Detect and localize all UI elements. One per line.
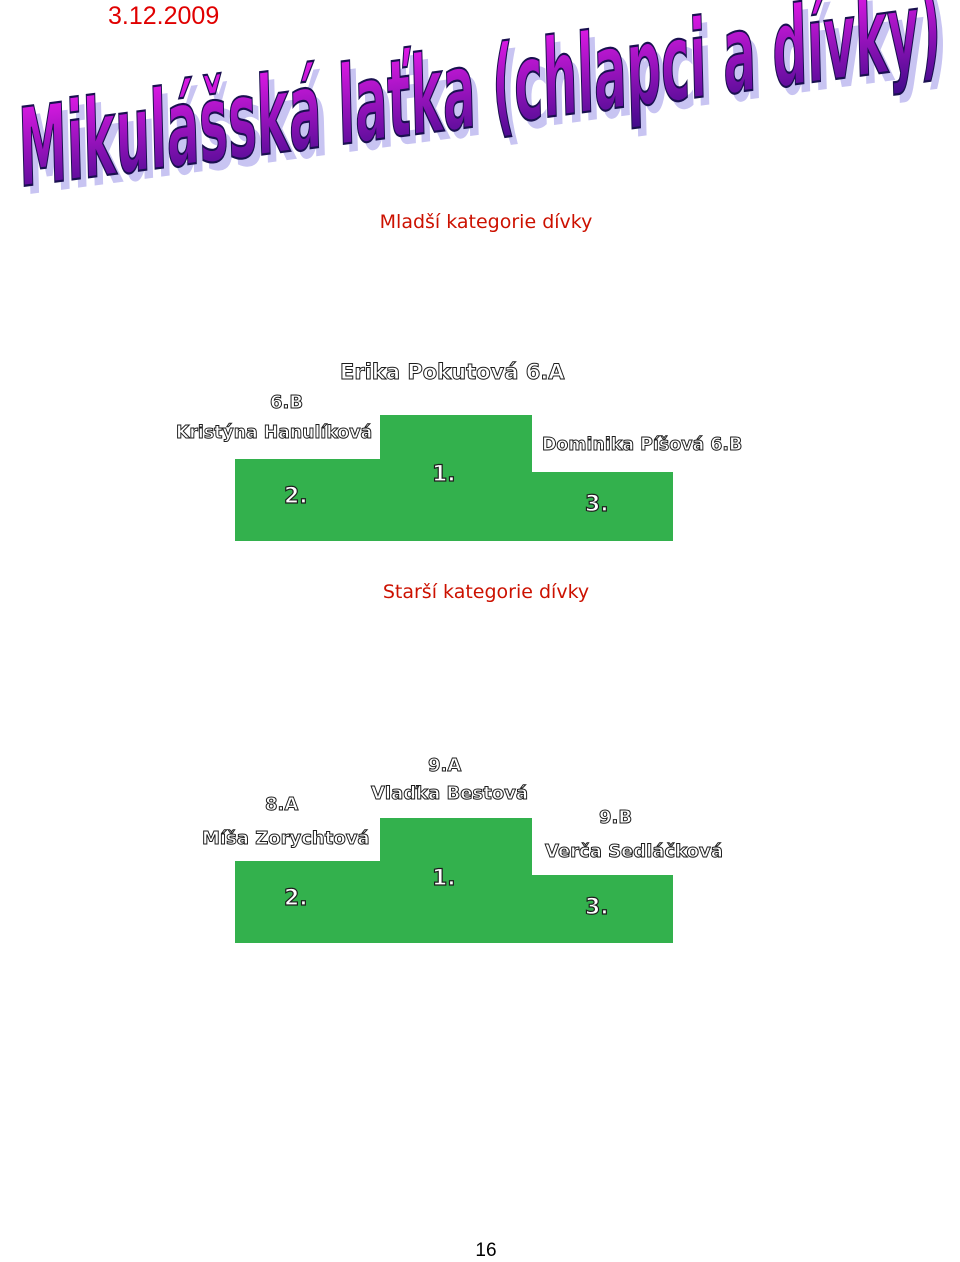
podium-third-block: [531, 875, 673, 943]
podium-first-block: [380, 415, 532, 541]
page-title-wordart: Mikulášská laťka (chlapci a dívky) Mikul…: [16, 0, 949, 200]
second-place-class: 8.A: [264, 794, 299, 816]
place-first: 1.: [431, 461, 456, 487]
section-heading-younger: Mladší kategorie dívky: [379, 211, 593, 233]
page-number: 16: [475, 1240, 497, 1261]
place-second: 2.: [283, 483, 308, 509]
first-place-name: Erika Pokutová 6.A: [340, 360, 566, 385]
first-place-class: 9.A: [427, 755, 462, 777]
podium-second-block: [235, 861, 381, 943]
date: 3.12.2009: [108, 2, 220, 30]
second-place-name: Míša Zorychtová: [202, 828, 371, 850]
first-place-name: Vlaďka Bestová: [370, 783, 529, 805]
podium-first-block: [380, 818, 532, 943]
place-first: 1.: [431, 865, 456, 891]
place-third: 3.: [584, 491, 609, 517]
third-place-name: Dominika Píšová 6.B: [542, 434, 743, 456]
podium-second-block: [235, 459, 381, 541]
place-third: 3.: [584, 894, 609, 920]
podium-third-block: [531, 472, 673, 541]
third-place-class: 9.B: [598, 807, 633, 829]
second-place-name: Kristýna Hanulíková: [176, 422, 373, 444]
section-heading-older: Starší kategorie dívky: [382, 581, 590, 603]
second-place-class: 6.B: [269, 392, 304, 414]
page-title: Mikulášská laťka (chlapci a dívky): [17, 0, 942, 200]
third-place-name: Verča Sedláčková: [545, 841, 724, 863]
place-second: 2.: [283, 885, 308, 911]
